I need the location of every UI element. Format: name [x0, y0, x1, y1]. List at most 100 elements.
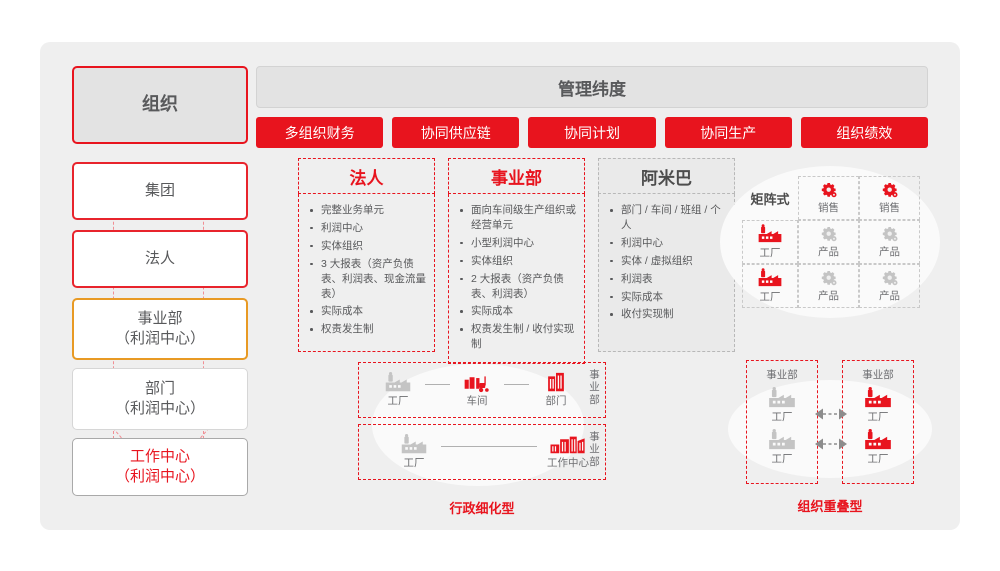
matrix-cell-label: 工厂 [759, 291, 781, 303]
matrix-row-factory-2: 工厂 [742, 264, 798, 308]
list-item: 部门 / 车间 / 班组 / 个人 [610, 203, 728, 233]
factory-icon [865, 429, 891, 450]
node-factory: 工厂 [371, 372, 425, 408]
matrix-label-cell: 矩阵式 [742, 176, 798, 220]
connector-line [504, 384, 529, 385]
list-item: 面向车间级生产组织或经营单元 [460, 204, 576, 231]
sidebar-item-group[interactable]: 集团 [72, 162, 248, 220]
sidebar-header-label: 组织 [142, 94, 178, 115]
node-factory: 工厂 [863, 387, 893, 424]
list-item: 实际成本 [310, 304, 428, 319]
management-dimension-buttons: 多组织财务 协同供应链 协同计划 协同生产 组织绩效 [256, 117, 929, 148]
node-factory: 工厂 [387, 434, 441, 470]
sidebar-item-sublabel: （利润中心） [114, 400, 205, 417]
matrix-cell-product-1-2: 产品 [859, 220, 920, 264]
sidebar-item-legal-entity[interactable]: 法人 [72, 230, 248, 288]
card-title-label: 法人 [349, 168, 384, 188]
administrative-refinement-diagram: 工厂 车间 [358, 362, 606, 516]
matrix-header-sales-2: 销售 [859, 176, 920, 220]
matrix-row-factory-1: 工厂 [742, 220, 798, 264]
card-bullet-list: 面向车间级生产组织或经营单元 小型利润中心 实体组织 2 大报表（资产负债表、利… [453, 203, 578, 352]
card-title: 阿米巴 [598, 158, 735, 194]
list-item: 小型利润中心 [460, 236, 578, 251]
matrix-cell-label: 工厂 [759, 247, 781, 259]
matrix-cell-label: 销售 [818, 202, 839, 214]
node-label: 部门 [545, 395, 567, 407]
overlap-column-left: 事业部 工厂 [746, 360, 818, 484]
forklift-icon [464, 375, 489, 392]
row-side-label: 事业部 [589, 369, 600, 406]
dimension-button-multi-org-finance[interactable]: 多组织财务 [256, 117, 384, 148]
factory-icon [758, 224, 782, 243]
dimension-button-collaborative-planning[interactable]: 协同计划 [528, 117, 656, 148]
node-label: 工厂 [387, 395, 409, 407]
admin-row-2: 工厂 [358, 424, 606, 480]
factory-icon [385, 372, 411, 392]
list-item: 实际成本 [610, 290, 728, 305]
card-title: 法人 [298, 158, 435, 194]
matrix-cell-label: 产品 [879, 246, 900, 258]
sidebar-header-organization[interactable]: 组织 [72, 66, 248, 144]
factory-icon [769, 429, 795, 450]
sidebar-item-label: 工作中心 [129, 448, 190, 466]
button-label: 组织绩效 [836, 124, 893, 141]
sidebar-item-sublabel: （利润中心） [114, 468, 205, 485]
matrix-cell-product-1-1: 产品 [798, 220, 859, 264]
node-factory: 工厂 [767, 429, 797, 466]
list-item: 利润中心 [310, 221, 428, 236]
overlap-column-right: 事业部 工厂 [842, 360, 914, 484]
sidebar-item-business-unit[interactable]: 事业部 （利润中心） [72, 298, 248, 360]
overlap-diagram-caption: 组织重叠型 [797, 499, 863, 514]
dimension-button-organizational-performance[interactable]: 组织绩效 [800, 117, 929, 148]
list-item: 实体 / 虚拟组织 [610, 254, 728, 269]
card-title-label: 事业部 [491, 168, 542, 188]
card-amoeba: 阿米巴 部门 / 车间 / 班组 / 个人 利润中心 实体 / 虚拟组织 利润表… [598, 158, 735, 352]
dimension-button-collaborative-production[interactable]: 协同生产 [664, 117, 792, 148]
sidebar-item-label: 法人 [144, 250, 175, 268]
list-item: 3 大报表（资产负债表、利润表、现金流量表） [310, 257, 426, 300]
management-dimension-title: 管理纬度 [256, 66, 928, 108]
connector-line [441, 446, 537, 447]
dimension-button-collaborative-supply-chain[interactable]: 协同供应链 [392, 117, 520, 148]
factory-icon [758, 268, 782, 287]
matrix-cell-label: 产品 [879, 290, 900, 302]
card-business-unit: 事业部 面向车间级生产组织或经营单元 小型利润中心 实体组织 2 大报表（资产负… [448, 158, 585, 364]
button-label: 协同生产 [700, 124, 757, 141]
row-side-label: 事业部 [589, 431, 600, 468]
sidebar-item-work-center[interactable]: 工作中心 （利润中心） [72, 438, 248, 496]
node-factory: 工厂 [767, 387, 797, 424]
list-item: 权责发生制 / 收付实现制 [460, 322, 578, 352]
node-department: 部门 [529, 372, 583, 408]
button-label: 协同计划 [564, 124, 620, 141]
button-label: 多组织财务 [284, 124, 355, 141]
list-item: 实际成本 [460, 304, 578, 319]
node-label: 工厂 [771, 411, 793, 423]
node-label: 工厂 [771, 453, 793, 465]
card-legal-entity: 法人 完整业务单元 利润中心 实体组织 3 大报表（资产负债表、利润表、现金流量… [298, 158, 435, 352]
card-body: 面向车间级生产组织或经营单元 小型利润中心 实体组织 2 大报表（资产负债表、利… [448, 194, 585, 364]
organization-sidebar: 组织 集团 法人 事业部 （利润中心） 部门 （利润中心） 工作中心 （利润中心… [72, 66, 250, 506]
gear-icon [821, 182, 836, 198]
admin-diagram-caption: 行政细化型 [449, 501, 515, 516]
matrix-grid: 矩阵式 销售 [742, 176, 920, 308]
factory-icon [401, 434, 427, 454]
node-label: 车间 [466, 394, 488, 407]
matrix-cell-label: 销售 [879, 202, 900, 214]
list-item: 实体组织 [310, 239, 428, 254]
node-workshop: 车间 [450, 373, 504, 408]
sidebar-item-department[interactable]: 部门 （利润中心） [72, 368, 248, 430]
sidebar-item-label: 事业部 [137, 310, 183, 328]
list-item: 利润中心 [610, 236, 728, 251]
node-label: 工厂 [403, 457, 425, 469]
matrix-cell-product-2-1: 产品 [798, 264, 859, 308]
card-body: 部门 / 车间 / 班组 / 个人 利润中心 实体 / 虚拟组织 利润表 实际成… [598, 194, 735, 352]
diagram-canvas: 组织 集团 法人 事业部 （利润中心） 部门 （利润中心） 工作中心 （利润中心… [40, 42, 960, 530]
buildings-icon [550, 436, 585, 454]
sidebar-item-label: 部门 [144, 380, 175, 398]
matrix-cell-label: 产品 [818, 290, 839, 302]
card-title-label: 阿米巴 [641, 168, 692, 188]
building-icon [548, 372, 564, 392]
node-label: 工厂 [867, 453, 889, 465]
list-item: 收付实现制 [610, 307, 728, 322]
management-dimension-label: 管理纬度 [558, 79, 626, 99]
